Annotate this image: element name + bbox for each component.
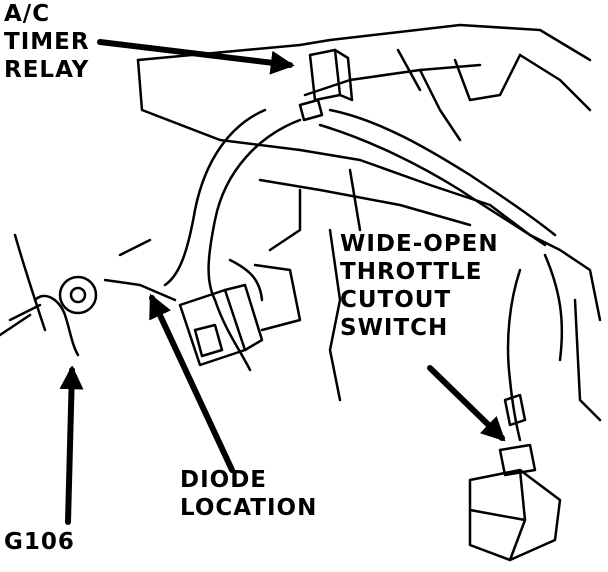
relay-label: A/C TIMER RELAY <box>4 0 90 84</box>
relay-arrow <box>97 39 295 75</box>
g106-arrow <box>59 365 84 525</box>
wot-label-line-4: SWITCH <box>340 315 449 341</box>
wot-switch-label: WIDE-OPEN THROTTLE CUTOUT SWITCH <box>340 230 499 342</box>
relay-label-line-2: TIMER <box>4 29 90 55</box>
ground-g106 <box>0 233 98 357</box>
ground-label-text: G106 <box>4 529 75 555</box>
diode-arrow <box>149 293 235 473</box>
relay-label-line-1: A/C <box>4 1 51 27</box>
ground-label: G106 <box>4 528 75 556</box>
diode-label: DIODE LOCATION <box>180 466 317 522</box>
diode-label-line-2: LOCATION <box>180 495 318 521</box>
wot-label-line-1: WIDE-OPEN <box>340 231 499 257</box>
wot-label-line-3: CUTOUT <box>340 287 452 313</box>
wot-label-line-2: THROTTLE <box>340 259 483 285</box>
ac-timer-relay <box>298 48 354 122</box>
relay-label-line-3: RELAY <box>4 57 90 83</box>
diode-label-line-1: DIODE <box>180 467 268 493</box>
diode-connector <box>103 238 302 367</box>
engine-housing <box>136 23 602 422</box>
wiring-harness <box>163 108 564 442</box>
wot-cutout-switch <box>468 393 562 562</box>
wot-switch-arrow <box>427 365 506 442</box>
